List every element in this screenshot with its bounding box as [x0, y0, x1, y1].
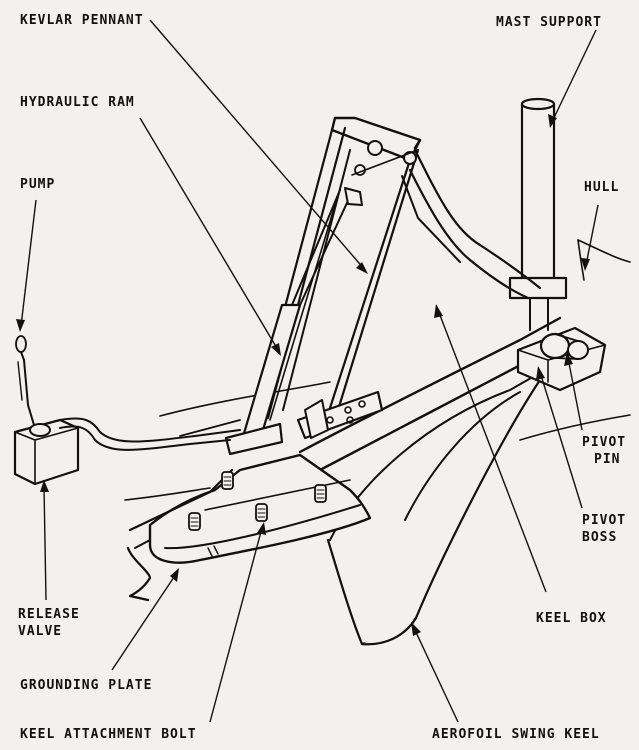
label-keel-box: KEEL BOX	[536, 611, 607, 626]
label-pivot-pin: PIVOT PIN	[582, 434, 626, 468]
kevlar-pennant	[269, 149, 419, 421]
keel-attachment-bolt	[221, 471, 234, 490]
keel-attachment-bolt	[255, 503, 268, 522]
label-pivot-pin-line2: PIN	[594, 452, 621, 467]
label-pivot-boss: PIVOT BOSS	[582, 512, 626, 546]
label-pump: PUMP	[20, 177, 56, 192]
label-aerofoil-swing-keel: AEROFOIL SWING KEEL	[432, 727, 600, 742]
label-hydraulic-ram: HYDRAULIC RAM	[20, 95, 135, 110]
label-pivot-pin-line1: PIVOT	[582, 435, 627, 450]
a-frame	[253, 116, 542, 422]
label-mast-support: MAST SUPPORT	[496, 15, 602, 30]
keel-bracket	[296, 390, 384, 440]
label-hull: HULL	[584, 180, 620, 195]
hull	[124, 239, 631, 501]
label-release-valve-line1: RELEASE	[18, 607, 80, 622]
keel-attachment-bolt	[314, 484, 327, 503]
hydraulic-lines	[59, 417, 241, 451]
keel-attachment-bolt	[188, 512, 201, 531]
aerofoil-swing-keel	[326, 378, 542, 646]
pump	[15, 335, 35, 426]
mast-support	[508, 97, 568, 331]
pivot-pin	[539, 332, 589, 360]
label-grounding-plate: GROUNDING PLATE	[20, 678, 153, 693]
keel-attachment-bolts	[188, 471, 327, 531]
label-keel-attachment-bolt: KEEL ATTACHMENT BOLT	[20, 727, 197, 742]
label-kevlar-pennant: KEVLAR PENNANT	[20, 13, 144, 28]
release-valve	[13, 418, 80, 486]
hydraulic-ram	[224, 187, 363, 456]
label-release-valve-line2: VALVE	[18, 624, 63, 639]
label-release-valve: RELEASE VALVE	[18, 606, 80, 640]
label-pivot-boss-line2: BOSS	[582, 530, 618, 545]
leader-lines	[16, 19, 599, 723]
label-pivot-boss-line1: PIVOT	[582, 513, 627, 528]
